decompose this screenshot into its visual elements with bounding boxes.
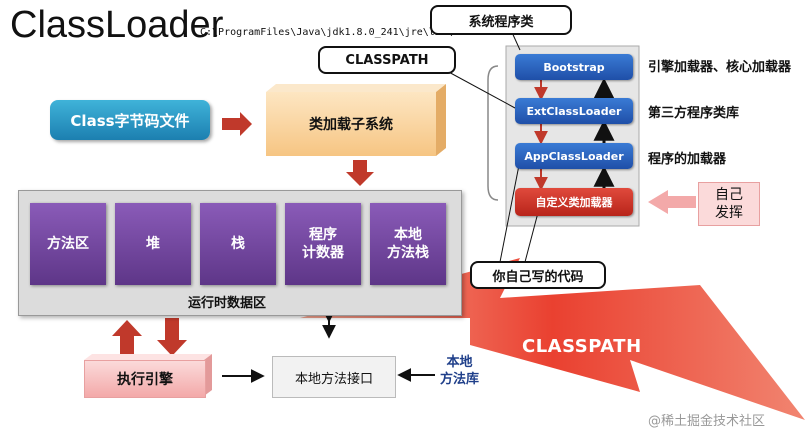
exec-engine-top: [84, 354, 212, 360]
ext-class-loader: ExtClassLoader: [515, 98, 633, 124]
class-file-box: Class字节码文件: [50, 100, 210, 140]
native-lib-label: 本地 方法库: [440, 355, 480, 387]
runtime-area-native-stack: 本地 方法栈: [370, 203, 446, 285]
watermark: @稀土掘金技术社区: [648, 414, 766, 429]
callout-pointer-classpath: [444, 69, 516, 109]
self-develop-box: 自己 发挥: [698, 182, 760, 226]
arrow-engine-to-runtime: [112, 320, 142, 354]
ext-path-text: C:\ProgramFiles\Java\jdk1.8.0_241\jre\li…: [200, 27, 471, 38]
arrow-self-develop: [648, 190, 696, 214]
runtime-area-stack: 栈: [200, 203, 276, 285]
callout-your-code: 你自己写的代码: [470, 261, 606, 289]
callout-pointer-code-1: [499, 159, 521, 263]
runtime-label: 运行时数据区: [188, 296, 267, 311]
custom-class-loader: 自定义类加载器: [515, 188, 633, 216]
classpath-zigzag-label: CLASSPATH: [522, 336, 642, 357]
loader-subsystem-box: 类加载子系统: [266, 92, 436, 156]
app-desc: 程序的加载器: [648, 152, 727, 167]
app-class-loader: AppClassLoader: [515, 143, 633, 169]
callout-classpath: CLASSPATH: [318, 46, 456, 74]
arrow-runtime-to-engine: [157, 318, 187, 356]
bootstrap-desc: 引擎加载器、核心加载器: [648, 60, 792, 75]
loader-subsystem-top: [266, 84, 446, 92]
loader-subsystem-side: [436, 84, 446, 156]
exec-engine-box: 执行引擎: [84, 360, 206, 398]
runtime-area-heap: 堆: [115, 203, 191, 285]
loader-bracket: [487, 65, 499, 201]
callout-system-classes: 系统程序类: [430, 5, 572, 35]
exec-engine-side: [204, 354, 212, 396]
bootstrap-loader: Bootstrap: [515, 54, 633, 80]
arrow-classfile-to-loader: [222, 112, 252, 136]
native-interface-box: 本地方法接口: [272, 356, 396, 398]
runtime-area-method: 方法区: [30, 203, 106, 285]
arrow-loader-to-runtime: [346, 160, 374, 186]
runtime-area-pc: 程序 计数器: [285, 203, 361, 285]
ext-desc: 第三方程序类库: [648, 106, 740, 121]
page-title: ClassLoader: [10, 4, 224, 46]
